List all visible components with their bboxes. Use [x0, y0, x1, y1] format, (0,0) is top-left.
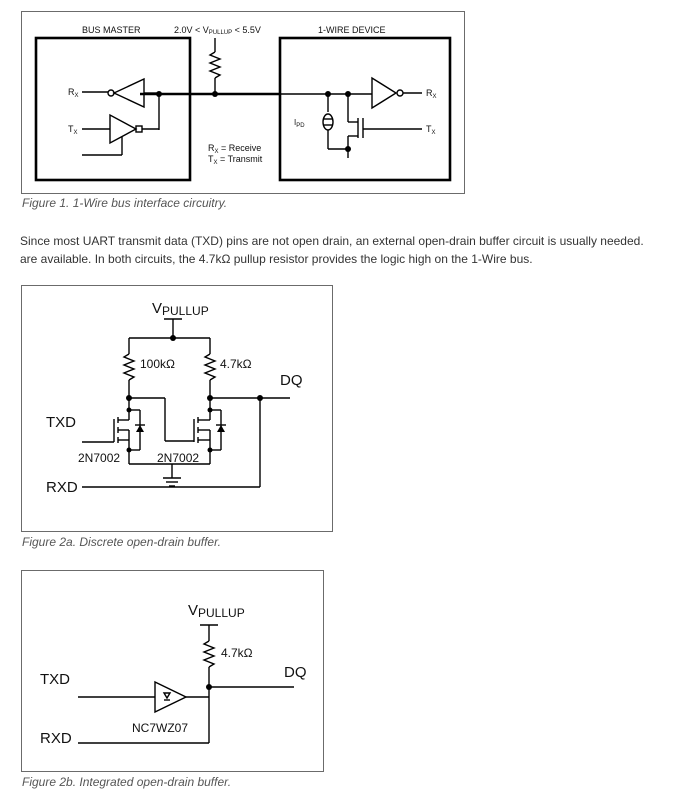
master-tx-label: TX: [68, 124, 78, 136]
figure-1-diagram: BUS MASTER 2.0V < VPULLUP < 5.5V 1-WIRE …: [21, 11, 465, 194]
rxd-label: RXD: [46, 479, 78, 496]
junction-dot: [212, 91, 218, 97]
figure-2b-caption: Figure 2b. Integrated open-drain buffer.: [22, 775, 232, 789]
legend-receive: RX = Receive: [208, 143, 261, 155]
dq-label: DQ: [284, 664, 307, 681]
bus-master-label: BUS MASTER: [82, 25, 141, 35]
one-wire-device-label: 1-WIRE DEVICE: [318, 25, 386, 35]
r2-label: 4.7kΩ: [220, 357, 252, 371]
legend-transmit: TX = Transmit: [208, 154, 263, 166]
device-rx-buffer: [371, 76, 398, 110]
figure-1-schematic: BUS MASTER 2.0V < VPULLUP < 5.5V 1-WIRE …: [34, 25, 452, 182]
vpullup-label: VPULLUP: [152, 300, 209, 318]
bus-master-box: [34, 36, 192, 182]
q1-label: 2N7002: [78, 451, 120, 465]
device-tx-label: TX: [426, 124, 436, 136]
master-tx-buffer: [109, 113, 138, 145]
vpullup-label: VPULLUP: [188, 602, 245, 620]
txd-label: TXD: [40, 671, 70, 688]
resistor-100k: [122, 353, 136, 381]
ipd-label: IPD: [294, 118, 305, 129]
rxd-label: RXD: [40, 730, 72, 747]
txd-label: TXD: [46, 414, 76, 431]
dq-label: DQ: [280, 372, 303, 389]
figure-1-caption: Figure 1. 1-Wire bus interface circuitry…: [22, 196, 228, 210]
paragraph-line-1: Since most UART transmit data (TXD) pins…: [20, 234, 644, 248]
q2-label: 2N7002: [157, 451, 199, 465]
body-paragraph: Since most UART transmit data (TXD) pins…: [20, 232, 686, 268]
device-rx-label: RX: [426, 88, 437, 100]
figure-2b-diagram: VPULLUP 4.7kΩ DQ TXD NC7WZ07 RXD: [21, 570, 324, 772]
pullup-resistor: [208, 51, 222, 79]
r1-label: 100kΩ: [140, 357, 175, 371]
voltage-range-label: 2.0V < VPULLUP < 5.5V: [174, 25, 261, 36]
figure-2a-caption: Figure 2a. Discrete open-drain buffer.: [22, 535, 221, 549]
figure-2a-schematic: VPULLUP 100kΩ 4.7kΩ DQ TXD: [46, 300, 303, 496]
r-label: 4.7kΩ: [221, 646, 253, 660]
pulldown-current-source: [322, 113, 334, 131]
master-rx-buffer: [112, 77, 145, 109]
paragraph-line-2: are available. In both circuits, the 4.7…: [20, 252, 533, 266]
resistor-4k7: [202, 640, 216, 668]
ic-label: NC7WZ07: [132, 721, 188, 735]
figure-2a-diagram: VPULLUP 100kΩ 4.7kΩ DQ TXD: [21, 285, 333, 532]
figure-2b-schematic: VPULLUP 4.7kΩ DQ TXD NC7WZ07 RXD: [40, 602, 307, 747]
one-wire-device-box: [278, 36, 452, 182]
nc7wz07-buffer: [154, 680, 188, 714]
master-rx-label: RX: [68, 87, 79, 99]
resistor-4k7: [203, 353, 217, 381]
